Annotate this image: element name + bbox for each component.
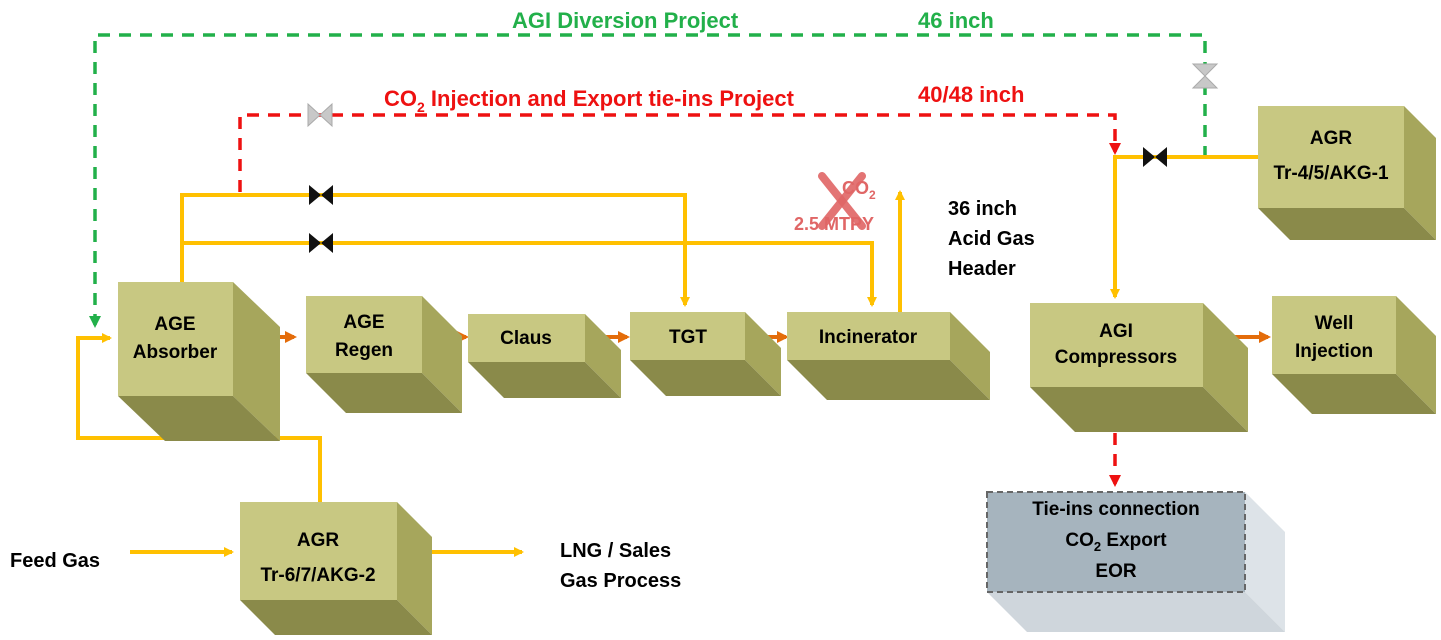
agi-compressors-box[interactable]: AGI Compressors — [1030, 303, 1248, 432]
agi-compressors-label-2: Compressors — [1055, 347, 1178, 368]
agr-tr45-box[interactable]: AGR Tr-4/5/AKG-1 — [1258, 106, 1436, 240]
co2-emission-marker: CO2 2.5 MTPY — [794, 172, 876, 234]
cross-icon — [818, 172, 866, 230]
incinerator-box[interactable]: Incinerator — [787, 312, 990, 400]
agi-diversion-label: AGI Diversion Project — [512, 8, 739, 33]
agr-tr67-label-2: Tr-6/7/AKG-2 — [260, 565, 375, 586]
co2-injection-label: CO2 Injection and Export tie-ins Project — [384, 86, 795, 115]
age-absorber-label-2: Absorber — [133, 342, 218, 363]
claus-box[interactable]: Claus — [468, 314, 621, 398]
valve-icon[interactable] — [1191, 63, 1219, 89]
agr-tr67-box[interactable]: AGR Tr-6/7/AKG-2 — [240, 502, 432, 635]
age-regen-box[interactable]: AGE Regen — [306, 296, 462, 413]
agi-diversion-line — [89, 33, 1207, 328]
tgt-label: TGT — [669, 327, 707, 348]
agi-diversion-size: 46 inch — [918, 8, 994, 33]
age-absorber-label-1: AGE — [154, 314, 195, 335]
tiein-line-1: Tie-ins connection — [1032, 499, 1200, 520]
valve-icon[interactable] — [307, 102, 333, 128]
claus-label: Claus — [500, 328, 552, 349]
feed-gas-label: Feed Gas — [10, 550, 100, 572]
agr-tr45-label-2: Tr-4/5/AKG-1 — [1273, 163, 1389, 184]
tiein-connection-box[interactable]: Tie-ins connection CO2 Export EOR — [986, 491, 1285, 632]
valve-icon[interactable] — [309, 185, 333, 205]
agr-tr45-label-1: AGR — [1310, 128, 1353, 149]
tiein-line-3: EOR — [1095, 561, 1136, 582]
co2-injection-line — [238, 113, 1121, 192]
co2-injection-size: 40/48 inch — [918, 82, 1024, 107]
well-injection-label-2: Injection — [1295, 341, 1373, 362]
age-regen-label-1: AGE — [343, 312, 384, 333]
valve-icon[interactable] — [309, 233, 333, 253]
acid-gas-pipes — [76, 155, 1258, 557]
tiein-line-2: CO2 Export — [1065, 530, 1167, 554]
valve-icon[interactable] — [1143, 147, 1167, 167]
well-injection-label-1: Well — [1315, 313, 1354, 334]
age-absorber-box[interactable]: AGE Absorber — [118, 282, 280, 441]
age-regen-label-2: Regen — [335, 340, 393, 361]
agr-tr67-label-1: AGR — [297, 530, 340, 551]
agi-compressors-label-1: AGI — [1099, 321, 1133, 342]
incinerator-label: Incinerator — [819, 327, 918, 348]
tgt-box[interactable]: TGT — [630, 312, 781, 396]
